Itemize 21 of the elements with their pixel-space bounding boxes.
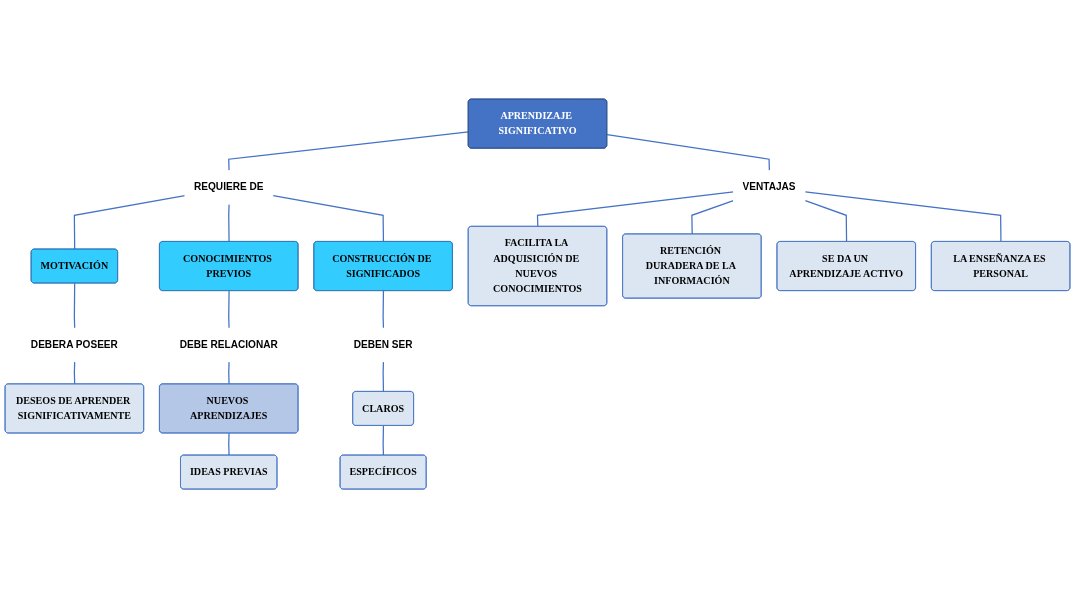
connector — [382, 290, 385, 330]
connector — [606, 134, 770, 172]
connector — [536, 191, 735, 228]
node-text: DEBERA POSEER — [30, 339, 118, 351]
connector — [804, 191, 1002, 243]
node-text: DEBE RELACIONAR — [179, 339, 278, 351]
node-text: REQUIERE DE — [194, 182, 264, 193]
connector — [73, 283, 76, 330]
node-text: DEBEN SER — [353, 339, 413, 351]
connector — [382, 425, 385, 457]
connector — [228, 131, 470, 172]
connector — [691, 200, 735, 236]
connector — [228, 361, 230, 386]
connector — [272, 195, 385, 243]
node-text: VENTAJAS — [742, 182, 796, 193]
connector — [73, 361, 76, 386]
connector — [73, 195, 186, 251]
connector — [228, 204, 230, 243]
connector — [382, 361, 385, 393]
connector — [228, 433, 230, 457]
connector — [228, 290, 230, 330]
